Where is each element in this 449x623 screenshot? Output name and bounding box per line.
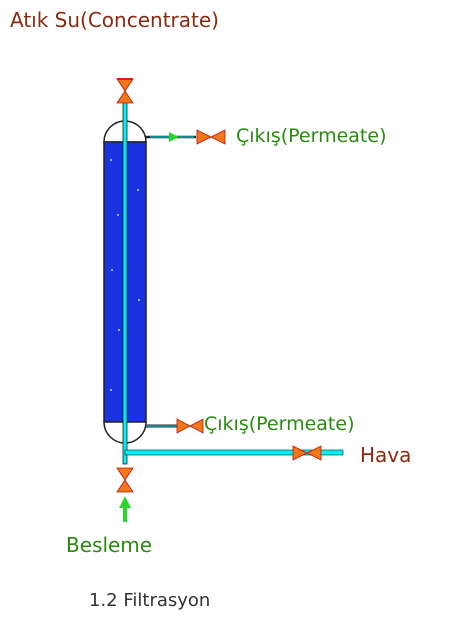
air-label: Hava [360, 443, 412, 467]
figure-caption: 1.2 Filtrasyon [89, 590, 211, 611]
air-valve-icon[interactable] [292, 445, 322, 461]
flow-arrow-icon [169, 132, 179, 142]
feed-valve-icon[interactable] [116, 467, 134, 493]
air-line [124, 449, 344, 456]
outlet-top-valve-icon[interactable] [196, 129, 226, 145]
top-valve-icon[interactable] [116, 78, 134, 104]
outlet-bottom-valve-icon[interactable] [176, 418, 204, 434]
feed-label: Besleme [66, 533, 153, 557]
central-pipe [122, 101, 128, 465]
waste-water-label: Atık Su(Concentrate) [10, 8, 219, 32]
feed-arrow-icon [119, 496, 131, 522]
outlet-bottom-label: Çıkış(Permeate) [204, 413, 355, 435]
column-dots [110, 159, 140, 391]
outlet-top-label: Çıkış(Permeate) [236, 125, 387, 147]
